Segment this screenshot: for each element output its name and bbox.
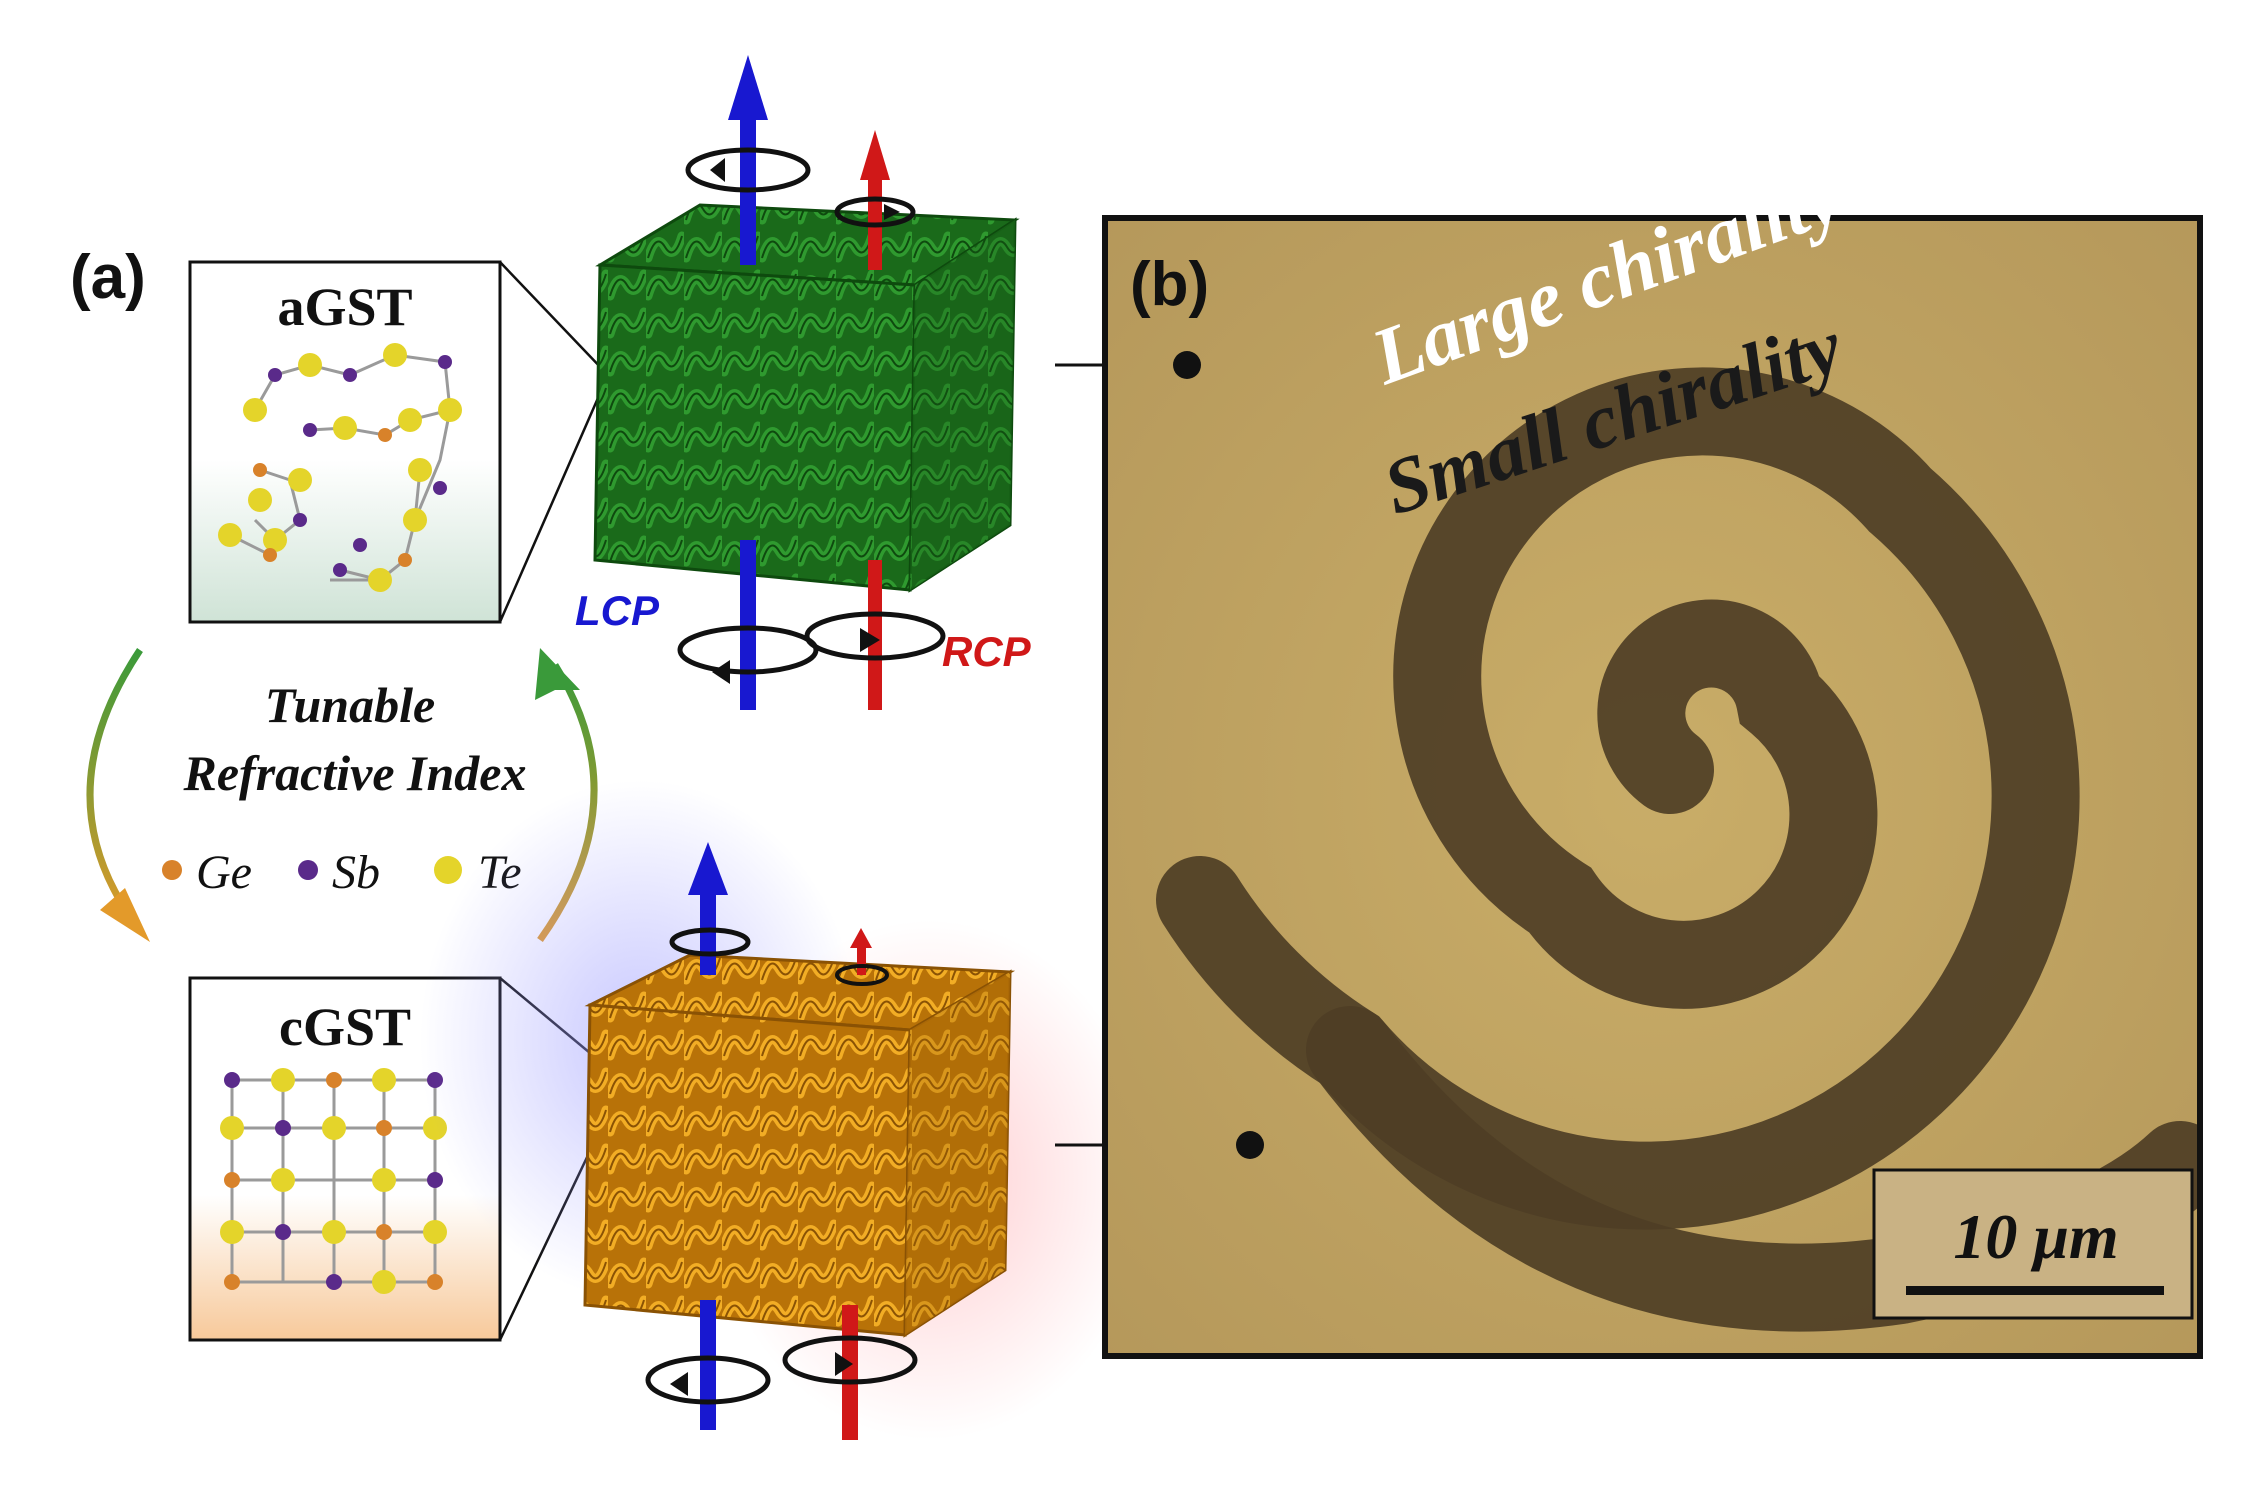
rcp-beam-bottom (782, 928, 918, 1440)
transition-line2: Refractive Index (183, 745, 527, 801)
panel-a: (a) aGST (70, 55, 1250, 1440)
cgst-title: cGST (279, 997, 411, 1057)
sb-label: Sb (332, 846, 380, 899)
scale-bar-box: 10 μm (1872, 1168, 2194, 1320)
arrow-to-crystalline-head (100, 888, 150, 942)
panel-b: (b) Large chirality Small chirality 10 μ… (1102, 151, 2203, 1359)
rcp-label: RCP (942, 628, 1032, 675)
ge-marker (162, 860, 182, 880)
ge-label: Ge (196, 846, 252, 899)
sb-marker (298, 860, 318, 880)
arrow-to-crystalline (86, 648, 143, 933)
agst-title: aGST (277, 277, 412, 337)
panel-a-label: (a) (70, 243, 146, 312)
scale-bar-text: 10 μm (1953, 1201, 2118, 1272)
cgst-inset: cGST (188, 976, 502, 1342)
lcp-beam-bottom (645, 842, 771, 1430)
marker-large-chirality (1173, 351, 1201, 379)
cube-side-shade-orange (905, 972, 1010, 1335)
lcp-label: LCP (575, 587, 660, 634)
marker-small-chirality (1236, 1131, 1264, 1159)
metamaterial-cube-amorphous (593, 203, 1020, 593)
panel-b-label: (b) (1130, 250, 1209, 319)
te-marker (434, 856, 462, 884)
transition-line1: Tunable (265, 677, 435, 733)
chiral-spiral (1156, 367, 2080, 1230)
crystal-atoms (220, 1068, 447, 1294)
amorphous-atoms (218, 343, 462, 592)
agst-inset: aGST (188, 260, 502, 624)
scale-bar-line (1906, 1286, 2164, 1295)
metamaterial-cube-crystalline (583, 953, 1016, 1338)
cube-side-shade (910, 220, 1015, 590)
arrow-to-amorphous-head (535, 648, 580, 700)
lcp-beam-top (677, 55, 819, 710)
cube-front-face-orange (583, 1003, 912, 1337)
rcp-beam-top (804, 130, 946, 710)
